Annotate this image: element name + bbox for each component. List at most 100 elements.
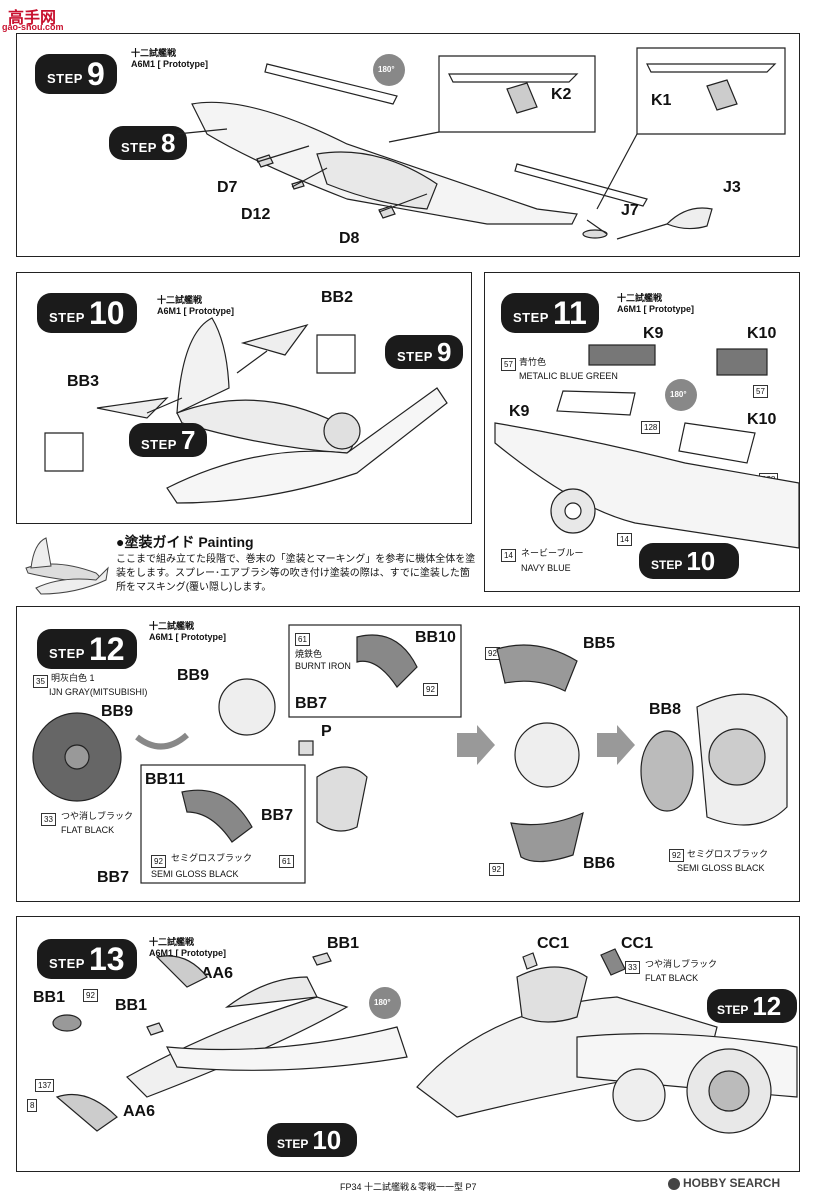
color-number-33: 33 <box>41 813 56 826</box>
color-en-35: IJN GRAY(MITSUBISHI) <box>49 687 148 697</box>
footer-brand: HOBBY SEARCH <box>668 1176 780 1190</box>
bb10-callout-box <box>288 624 462 718</box>
part-label-bb9-left: BB9 <box>101 703 134 720</box>
part-label-bb1-left: BB1 <box>33 989 66 1006</box>
painting-guide: ●塗装ガイド Painting ここまで組み立てた段階で、巻末の「塗装とマーキン… <box>16 528 476 598</box>
color-jp-92e: セミグロスブラック <box>687 849 769 859</box>
step10-aircraft-illustration <box>44 317 448 504</box>
step12-ref-badge-bg <box>707 989 797 1023</box>
color-number-8: 8 <box>27 1099 38 1112</box>
part-label-aa6-top: AA6 <box>201 965 234 982</box>
step9-panel: STEP 9 十二試艦戦 A6M1 [ Prototype] STEP 8 <box>16 33 800 257</box>
part-label-bb9-center: BB9 <box>177 667 210 684</box>
part-label-j3: J3 <box>723 179 741 196</box>
color-number-92d: 92 <box>489 863 504 876</box>
color-en-33: FLAT BLACK <box>645 973 699 983</box>
part-label-bb10: BB10 <box>415 629 456 646</box>
color-number-57: 57 <box>501 358 516 371</box>
part-label-bb1-mid: BB1 <box>115 997 148 1014</box>
wing-flap-right <box>514 163 648 207</box>
brand-icon <box>668 1177 680 1190</box>
color-number-92a: 92 <box>423 683 438 696</box>
step13-aircraft-illustration <box>52 948 798 1157</box>
engine-bb9 <box>218 678 276 736</box>
color-jp-57: 青竹色 <box>519 357 547 367</box>
color-number-92: 92 <box>83 989 98 1002</box>
part-label-bb11: BB11 <box>145 771 186 788</box>
color-number-14b: 14 <box>617 533 632 546</box>
rotate-180-icon <box>665 379 697 411</box>
part-label-bb6: BB6 <box>583 855 616 872</box>
color-jp-33: つや消しブラック <box>61 811 134 821</box>
engine-front <box>612 1068 666 1122</box>
part-label-j7: J7 <box>621 202 639 219</box>
step11-badge: STEP 11 <box>501 293 599 333</box>
engine-assembly <box>514 722 580 788</box>
step10-badge: STEP 10 <box>37 293 137 333</box>
arrow-right-1 <box>457 725 495 765</box>
step7-ref-badge: STEP 7 <box>129 423 208 457</box>
step-word: STEP <box>47 70 83 86</box>
step10-panel: STEP 10 十二試艦戦 A6M1 [ Prototype] BB2 BB3 … <box>16 272 472 524</box>
step10-title: 十二試艦戦 A6M1 [ Prototype] <box>157 295 235 316</box>
fuselage-center <box>316 151 438 210</box>
color-jp-33: つや消しブラック <box>645 959 718 969</box>
step10-ref-badge: STEP 10 <box>277 1124 342 1155</box>
step13-title: 十二試艦戦 A6M1 [ Prototype] <box>149 937 227 958</box>
part-label-p: P <box>321 723 332 740</box>
part-bb6 <box>510 811 584 863</box>
part-label-bb8: BB8 <box>649 701 682 718</box>
part-p <box>298 740 314 756</box>
rotate-180-icon <box>369 987 401 1019</box>
rotate-arrow <box>135 732 189 750</box>
part-bb1-mid <box>146 1022 164 1036</box>
part-label-d8: D8 <box>339 230 360 247</box>
wing-body <box>166 387 448 504</box>
cowling <box>323 412 361 450</box>
color-en-92e: SEMI GLOSS BLACK <box>677 863 765 873</box>
color-number-57b: 57 <box>753 385 768 398</box>
color-number-61: 61 <box>295 633 310 646</box>
watermark-logo: 高手网 gao-shou.com <box>2 4 72 34</box>
part-k9-top <box>588 344 656 366</box>
step12-badge: STEP 12 <box>37 629 137 669</box>
cutter-bb2 <box>316 334 356 374</box>
wing-flap-top <box>264 63 398 105</box>
part-label-d7: D7 <box>217 179 238 196</box>
color-en-14: NAVY BLUE <box>521 563 571 573</box>
watermark-url: gao-shou.com <box>2 22 64 32</box>
part-aa6-top <box>155 955 208 988</box>
step9-wing-illustration <box>176 47 786 240</box>
part-d8 <box>378 205 396 219</box>
wing-section <box>494 422 799 549</box>
step-number: 9 <box>86 56 105 92</box>
color-number-92e: 92 <box>669 849 684 862</box>
part-label-bb2: BB2 <box>321 289 354 306</box>
step9-title: 十二試艦戦 A6M1 [ Prototype] <box>131 48 208 70</box>
part-label-bb5: BB5 <box>583 635 616 652</box>
part-d12 <box>291 180 305 190</box>
step12-title: 十二試艦戦 A6M1 [ Prototype] <box>149 621 227 642</box>
painting-line1: ここまで組み立てた段階で、巻末の「塗装とマーキング」を参考に機体全体を塗 <box>116 554 476 565</box>
part-bb3 <box>96 397 169 419</box>
color-en-61: BURNT IRON <box>295 661 351 671</box>
cutter-bb3 <box>44 432 84 472</box>
color-jp-35: 明灰白色 1 <box>51 673 95 683</box>
part-label-k9-top: K9 <box>643 325 664 342</box>
part-bb10 <box>356 634 418 688</box>
color-number-35: 35 <box>33 675 48 688</box>
watermark-title: 高手网 <box>8 10 57 27</box>
painting-line3: 所をマスキング(覆い隠し)します。 <box>116 582 272 593</box>
tail-fuselage <box>126 996 349 1098</box>
wing-left <box>165 1026 408 1071</box>
part-bb2 <box>240 323 309 356</box>
color-jp-61: 焼鉄色 <box>295 649 323 659</box>
step12-engine-illustration <box>32 624 788 884</box>
step11-panel: STEP 11 十二試艦戦 A6M1 [ Prototype] K9 K10 5… <box>484 272 800 592</box>
part-bb1-left <box>52 1014 82 1032</box>
step11-title: 十二試艦戦 A6M1 [ Prototype] <box>617 293 695 314</box>
part-bb1-top <box>312 952 332 966</box>
footer-text: FP34 十二試艦戦＆零戦一一型 P7 <box>340 1182 477 1192</box>
cowl-ring <box>316 766 368 832</box>
part-aa6-bottom <box>55 1093 118 1132</box>
